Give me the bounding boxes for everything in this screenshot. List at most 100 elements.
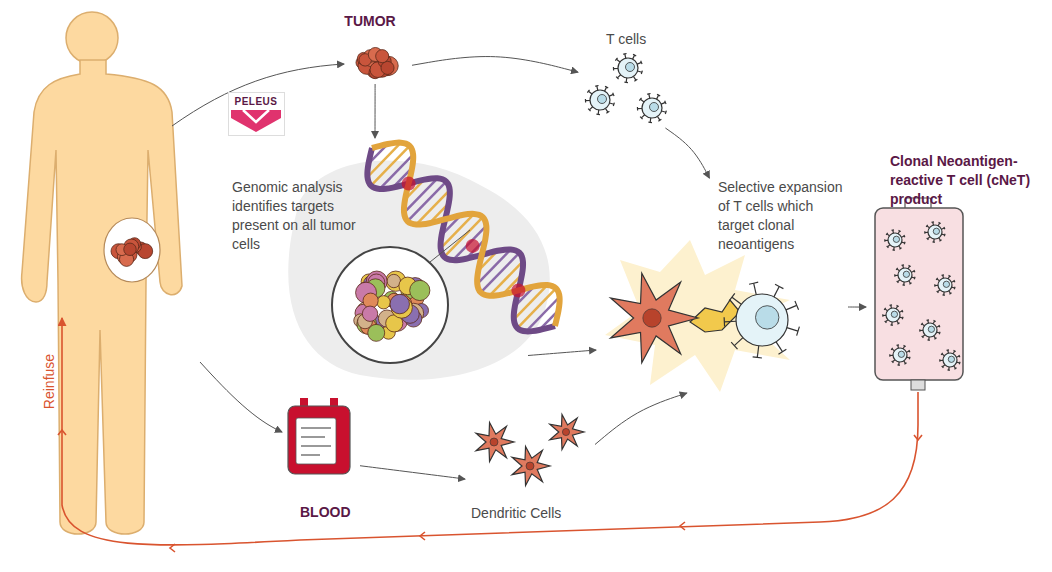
dendritic-cell bbox=[550, 414, 584, 449]
t-cell bbox=[639, 98, 641, 101]
t-cell bbox=[914, 277, 916, 279]
illustration-node: TUMOR bbox=[330, 12, 412, 84]
t-cell bbox=[633, 54, 636, 56]
t-cell bbox=[953, 280, 955, 282]
t-cell bbox=[613, 103, 614, 106]
t-cell bbox=[943, 281, 949, 287]
t-cell bbox=[899, 230, 901, 231]
t-cell bbox=[909, 265, 911, 266]
t-cell bbox=[948, 356, 954, 362]
t-cell bbox=[647, 93, 651, 95]
t-cell bbox=[947, 369, 950, 371]
t-cell bbox=[887, 246, 889, 248]
t-cell bbox=[884, 308, 886, 310]
t-cell bbox=[892, 229, 894, 231]
arrow-label: Reinfuse bbox=[40, 354, 59, 409]
t-cell bbox=[605, 86, 608, 88]
t-cell bbox=[605, 108, 607, 112]
flow-arrow bbox=[375, 84, 376, 138]
t-cell bbox=[648, 122, 652, 124]
heading-label: TUMOR bbox=[330, 12, 410, 31]
t-cell bbox=[901, 310, 903, 312]
blood-bag bbox=[301, 436, 325, 438]
t-cell-illustration bbox=[585, 53, 666, 122]
tumor-illustration bbox=[376, 50, 389, 63]
t-cell bbox=[754, 283, 757, 294]
t-cell bbox=[925, 222, 945, 242]
t-cell bbox=[585, 85, 614, 114]
patient-figure bbox=[22, 60, 182, 534]
dendritic-cells-illustration bbox=[476, 414, 584, 485]
t-cell bbox=[922, 336, 924, 338]
t-cell bbox=[897, 281, 899, 283]
t-cell bbox=[942, 274, 944, 276]
t-cell bbox=[757, 346, 758, 358]
t-cell bbox=[786, 305, 797, 310]
t-cell bbox=[731, 342, 737, 349]
t-cell bbox=[662, 111, 666, 112]
heading-label: Clonal Neoantigen-reactive T cell (cNeT)… bbox=[890, 152, 1042, 209]
reinfuse-chevrons bbox=[914, 435, 922, 440]
t-cell bbox=[943, 227, 945, 229]
t-cell bbox=[933, 228, 939, 234]
tumor-illustration bbox=[381, 61, 394, 74]
t-cell bbox=[637, 107, 638, 111]
t-cell bbox=[778, 349, 786, 354]
t-cell bbox=[633, 55, 635, 59]
t-cell bbox=[913, 270, 915, 272]
t-cell bbox=[939, 332, 941, 334]
t-cell bbox=[634, 79, 637, 81]
t-cell bbox=[927, 238, 929, 240]
t-cell bbox=[587, 90, 589, 93]
patient-figure bbox=[124, 243, 136, 255]
blood-bag bbox=[301, 427, 331, 429]
t-cell bbox=[932, 221, 934, 223]
t-cell bbox=[958, 355, 960, 357]
t-cell bbox=[665, 101, 666, 104]
t-cell bbox=[613, 53, 642, 82]
reinfuse-chevrons bbox=[170, 544, 175, 552]
t-cell bbox=[895, 265, 915, 285]
t-cell bbox=[640, 99, 644, 102]
cnet-bag bbox=[875, 198, 963, 390]
t-cell bbox=[898, 351, 904, 357]
patient-figure bbox=[66, 12, 118, 64]
t-cell bbox=[897, 344, 899, 346]
t-cell bbox=[753, 357, 762, 358]
t-cell bbox=[665, 111, 666, 114]
t-cell bbox=[657, 94, 660, 96]
patient-figure bbox=[104, 218, 160, 282]
t-cell bbox=[598, 95, 607, 104]
t-cell bbox=[586, 100, 590, 101]
t-cell bbox=[888, 233, 902, 247]
t-cell bbox=[641, 61, 642, 64]
t-cell bbox=[658, 119, 661, 121]
t-cell bbox=[588, 91, 592, 94]
t-cell bbox=[891, 348, 893, 350]
t-cell bbox=[919, 329, 920, 332]
t-cell bbox=[939, 359, 940, 362]
t-cell bbox=[732, 297, 741, 304]
antigen-link bbox=[690, 300, 740, 332]
activation-glow bbox=[605, 240, 790, 392]
t-cell bbox=[939, 222, 941, 223]
t-cell bbox=[892, 361, 894, 363]
patient-to-blood-arrow bbox=[200, 362, 282, 432]
t-cell bbox=[893, 236, 899, 242]
t-cell bbox=[774, 286, 779, 296]
blood-bag bbox=[301, 445, 331, 447]
t-cell bbox=[897, 364, 900, 366]
expansion-illustration bbox=[643, 309, 661, 327]
flow-arrow bbox=[412, 57, 578, 73]
blood-bag bbox=[288, 406, 350, 474]
t-cell bbox=[724, 321, 736, 323]
flow-arrow bbox=[360, 466, 465, 479]
dna-helix bbox=[372, 143, 560, 326]
logo-text: PELEUS bbox=[229, 96, 283, 108]
dna-helix bbox=[511, 283, 525, 297]
t-cell bbox=[903, 235, 905, 237]
logo-mark bbox=[229, 108, 283, 134]
t-cell bbox=[891, 311, 897, 317]
